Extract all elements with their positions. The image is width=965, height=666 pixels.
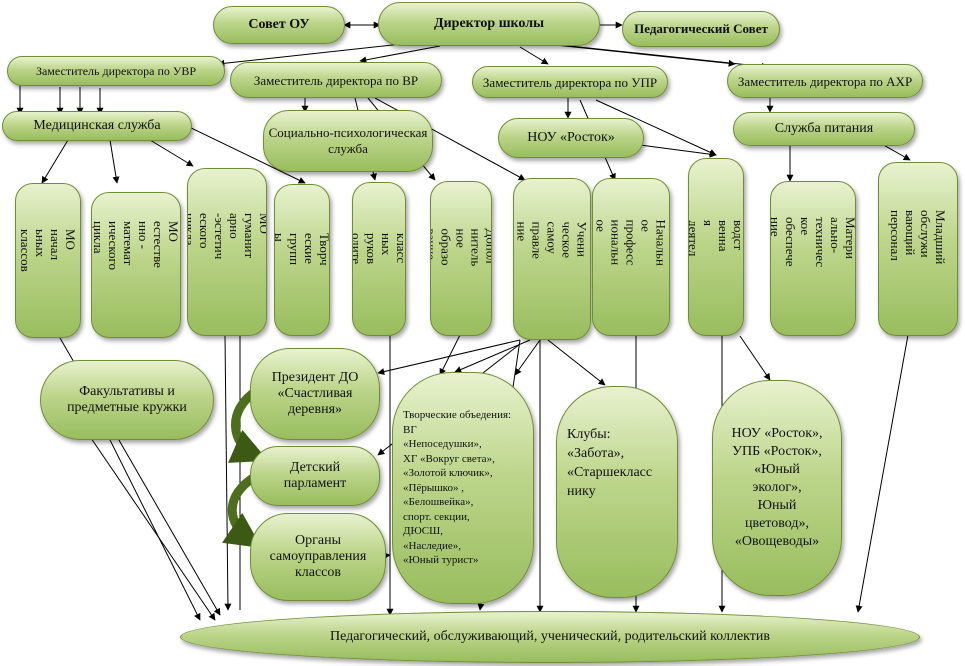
column-label: Матери ально- техничес кое обеспече ние bbox=[770, 216, 856, 267]
column-student-government: Учени ческое самоу правле ние bbox=[513, 178, 591, 340]
column-label: Начальн ое професс иональн ое bbox=[593, 219, 669, 266]
deputy-upr-label: Заместитель директора по УПР bbox=[482, 74, 658, 90]
nou-list-label: НОУ «Росток», УПБ «Росток», «Юный эколог… bbox=[731, 426, 823, 549]
collective-label: Педагогический, обслуживающий, ученическ… bbox=[329, 629, 771, 644]
school-council-node: Совет ОУ bbox=[213, 6, 345, 44]
school-council-label: Совет ОУ bbox=[248, 17, 310, 32]
nou-list-node: НОУ «Росток», УПБ «Росток», «Юный эколог… bbox=[712, 380, 842, 596]
column-junior-staff: Младший обслужи вающий персонал bbox=[878, 162, 958, 336]
column-label: Учени ческое самоу правле ние bbox=[514, 221, 590, 259]
nou-rostok-node: НОУ «Росток» bbox=[498, 118, 644, 158]
clubs-node: Клубы: «Забота», «Старшекласс нику bbox=[556, 386, 678, 598]
director-label: Директор школы bbox=[433, 16, 545, 31]
column-material-support: Матери ально- техничес кое обеспече ние bbox=[770, 181, 856, 336]
column-label: Младший обслужи вающий персонал bbox=[888, 210, 948, 265]
class-bodies-label: Органы самоуправления классов bbox=[269, 533, 367, 580]
deputy-upr-node: Заместитель директора по УПР bbox=[472, 66, 668, 98]
column-vocational: Начальн ое професс иональн ое bbox=[592, 178, 670, 336]
column-mo-science: МО естестве нно - математ ического цикла bbox=[91, 192, 181, 338]
deputy-ahr-node: Заместитель директора по АХР bbox=[727, 64, 923, 98]
column-label: МО гуманит арно -эстетич еского цикла bbox=[187, 213, 267, 260]
column-label: МО естестве нно - математ ического цикла bbox=[91, 221, 181, 271]
creative-unions-node: Творческие объедения: ВГ «Непоседушки», … bbox=[392, 372, 534, 604]
deputy-vr-label: Заместитель директора по ВР bbox=[253, 72, 419, 88]
column-mo-primary: МО начал ьных классов bbox=[15, 183, 81, 338]
deputy-ahr-label: Заместитель директора по АХР bbox=[737, 73, 913, 89]
electives-node: Факультативы и предметные кружки bbox=[40, 360, 214, 440]
column-label: Творч еские групп ы bbox=[275, 233, 330, 266]
column-mo-humanities: МО гуманит арно -эстетич еского цикла bbox=[187, 168, 267, 336]
column-label: Произ водст венна я деятел ьность bbox=[688, 220, 744, 257]
nou-rostok-label: НОУ «Росток» bbox=[527, 130, 615, 145]
creative-unions-label: Творческие объедения: ВГ «Непоседушки», … bbox=[403, 409, 512, 567]
food-service-label: Служба питания bbox=[774, 121, 874, 136]
food-service-node: Служба питания bbox=[733, 112, 915, 146]
clubs-label: Клубы: «Забота», «Старшекласс нику bbox=[567, 427, 653, 499]
class-bodies-node: Органы самоуправления классов bbox=[250, 513, 386, 601]
deputy-vr-node: Заместитель директора по ВР bbox=[230, 62, 442, 98]
president-node: Президент ДО «Счастливая деревня» bbox=[250, 348, 380, 440]
deputy-uvr-node: Заместитель директора по УВР bbox=[7, 56, 225, 86]
electives-label: Факультативы и предметные кружки bbox=[67, 384, 187, 415]
deputy-uvr-label: Заместитель директора по УВР bbox=[35, 64, 197, 78]
collective-node: Педагогический, обслуживающий, ученическ… bbox=[180, 611, 920, 663]
ped-council-node: Педагогический Совет bbox=[622, 11, 780, 47]
social-service-node: Социально-психологическая служба bbox=[263, 110, 433, 172]
column-production: Произ водст венна я деятел ьность bbox=[688, 158, 744, 336]
column-label: МО класс ных руков одите лей bbox=[352, 233, 406, 265]
director-node: Директор школы bbox=[378, 2, 600, 46]
parliament-node: Детский парламент bbox=[250, 446, 380, 506]
parliament-label: Детский парламент bbox=[283, 460, 347, 491]
medical-service-node: Медицинская служба bbox=[2, 111, 192, 141]
president-label: Президент ДО «Счастливая деревня» bbox=[271, 370, 359, 417]
column-mo-class-teachers: МО класс ных руков одите лей bbox=[352, 182, 406, 336]
social-service-label: Социально-психологическая служба bbox=[268, 125, 428, 156]
column-label: Допол нитель ное образо вание bbox=[430, 228, 492, 267]
column-creative-groups: Творч еские групп ы bbox=[274, 184, 330, 336]
column-additional-education: Допол нитель ное образо вание bbox=[430, 181, 492, 336]
ped-council-label: Педагогический Совет bbox=[634, 21, 768, 36]
medical-service-label: Медицинская служба bbox=[33, 118, 161, 133]
column-label: МО начал ьных классов bbox=[18, 228, 78, 272]
